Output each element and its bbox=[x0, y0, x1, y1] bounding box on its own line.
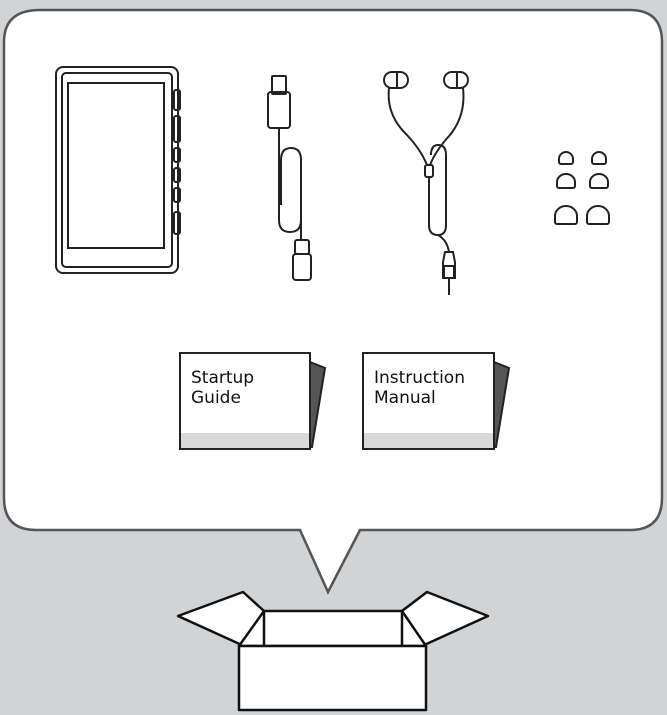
startup-guide-label: Startup Guide bbox=[191, 368, 255, 408]
open-box bbox=[176, 590, 490, 712]
instruction-manual-booklet bbox=[362, 352, 511, 450]
startup-guide-booklet bbox=[179, 352, 327, 450]
walkman-player bbox=[55, 66, 181, 274]
instruction-manual-label: Instruction Manual bbox=[374, 368, 465, 408]
earbud-tips bbox=[554, 151, 610, 225]
speech-bubble bbox=[2, 8, 664, 595]
earphones bbox=[383, 71, 469, 295]
usb-cable bbox=[267, 75, 312, 281]
